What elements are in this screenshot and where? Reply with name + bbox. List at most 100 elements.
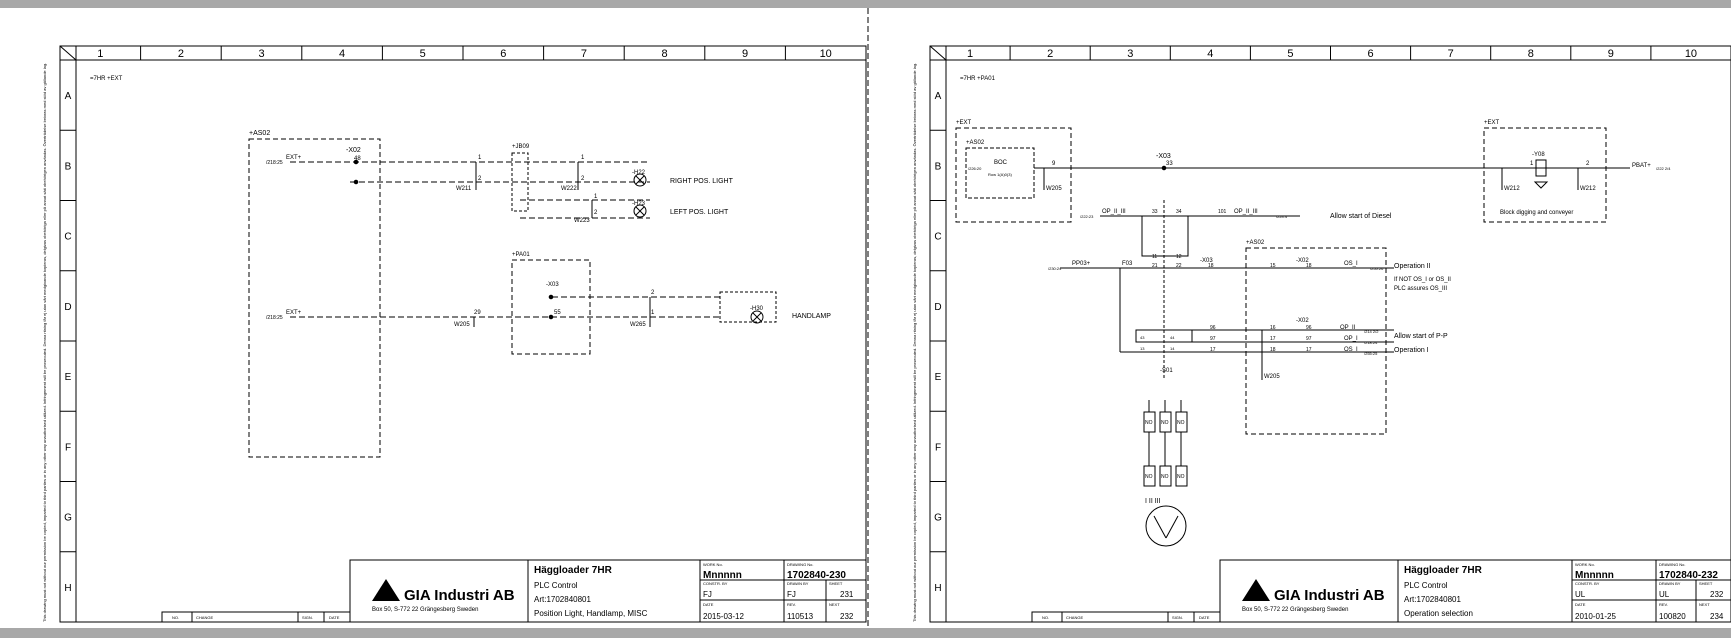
sheet-label: SHEET — [829, 581, 843, 586]
selector-switch-contacts — [1143, 400, 1188, 487]
label-x02: -X02 — [1296, 318, 1309, 324]
operation-i-text: Operation I — [1394, 347, 1429, 354]
column-number: 4 — [1207, 48, 1213, 60]
description-line-2: Art:1702840801 — [534, 595, 591, 604]
row-letter: H — [64, 583, 71, 594]
column-number: 1 — [97, 48, 103, 60]
label-n2: 2 — [594, 210, 598, 216]
row-letter: G — [934, 513, 942, 524]
description-line-1: PLC Control — [534, 581, 578, 590]
drawing-no-label: DRAWING No. — [1659, 562, 1686, 567]
label-ext: EXT+ — [286, 155, 302, 161]
label-op-i: OP_I — [1344, 336, 1358, 342]
label-pin-96: 96 — [1210, 325, 1216, 331]
row-letter: G — [64, 513, 72, 524]
column-number: 6 — [1367, 48, 1373, 60]
drawn-label: DRAWN BY — [787, 581, 809, 586]
drawn-by: FJ — [787, 590, 796, 599]
label-os-i: OS_I — [1344, 261, 1358, 267]
description-line-3: Operation selection — [1404, 609, 1473, 618]
column-number: 6 — [500, 48, 506, 60]
ref-op-out: /224:4 — [1276, 214, 1288, 219]
block-digging-text: Block digging and conveyer — [1500, 210, 1573, 216]
column-number: 3 — [258, 48, 264, 60]
sheet-border — [59, 45, 867, 623]
contact-no-label: NO — [1161, 420, 1169, 426]
drawn-by: UL — [1659, 590, 1670, 599]
column-number: 4 — [339, 48, 345, 60]
label-h30: -H30 — [750, 306, 764, 312]
sheet-number: 232 — [1710, 590, 1724, 599]
sheet-border — [929, 45, 1731, 623]
label-op-ii-iii: OP_II_III — [1102, 209, 1126, 215]
column-number: 7 — [1448, 48, 1454, 60]
switch-position-labels: I II III — [1145, 498, 1161, 505]
column-number: 5 — [1287, 48, 1293, 60]
label-n29: 29 — [474, 310, 481, 316]
constr-by: FJ — [703, 590, 712, 599]
revision-change-label: CHANGE — [1066, 615, 1083, 620]
label-row: Row 1(A)0(3) — [988, 172, 1012, 177]
description-line-3: Position Light, Handlamp, MISC — [534, 609, 648, 618]
label-pin-18: 18 — [1270, 347, 1276, 353]
work-no-label: WORK No. — [1575, 562, 1595, 567]
ref-218-25: /218:25 — [266, 315, 283, 321]
label-pin-16: 16 — [1270, 325, 1276, 331]
label-pin-22: 22 — [1176, 263, 1182, 269]
label-w222: W222 — [561, 186, 577, 192]
rev-label: REV. — [787, 602, 796, 607]
column-number: 2 — [1047, 48, 1053, 60]
jb09-junction-box — [511, 152, 529, 212]
constr-label: CONSTR. BY — [1575, 581, 1600, 586]
label-ext: +EXT — [956, 120, 972, 126]
label-pin-44: 44 — [1170, 335, 1175, 340]
ref-op-ii: /214 2/2 — [1364, 329, 1379, 334]
title-block — [1031, 559, 1731, 623]
allow-diesel-text: Allow start of Diesel — [1330, 213, 1392, 220]
label-pin-17: 17 — [1270, 336, 1276, 342]
rev-label: REV. — [1659, 602, 1668, 607]
label-n2: 2 — [651, 290, 655, 296]
ref-pp03: /230:24 — [1048, 266, 1062, 271]
label-pin-11: 11 — [1152, 254, 1157, 260]
copyright-note: This drawing must not without our permis… — [912, 63, 917, 622]
label-as02: +AS02 — [1246, 240, 1265, 246]
ref-218-25: /218:25 — [266, 160, 283, 166]
label-w205: W205 — [454, 322, 470, 328]
revision: 110513 — [787, 612, 814, 621]
label-n1: 1 — [478, 155, 482, 161]
valve-symbol-icon — [1533, 181, 1549, 189]
label-right-pos-light: RIGHT POS. LIGHT — [670, 178, 734, 185]
label-w211: W211 — [456, 186, 472, 192]
bottom-frame-bar — [0, 628, 1731, 638]
company-name: GIA Industri AB — [404, 587, 515, 604]
terminal-dot — [548, 294, 554, 300]
label-os-i: OS_I — [1344, 347, 1358, 353]
next-label: NEXT — [829, 602, 840, 607]
ref-op: /222:23 — [1080, 214, 1094, 219]
company-name: GIA Industri AB — [1274, 587, 1385, 604]
contact-pair — [1135, 329, 1193, 343]
revision-no-label: NO. — [1042, 615, 1049, 620]
valve-y08 — [1535, 159, 1547, 177]
lamp-h23 — [633, 204, 647, 218]
row-letter: F — [935, 442, 941, 453]
label-boc: BOC — [994, 160, 1008, 166]
label-x02: -X02 — [346, 147, 361, 154]
pa01-enclosure — [511, 259, 591, 355]
row-letter: F — [65, 442, 71, 453]
constr-by: UL — [1575, 590, 1586, 599]
revision-no-label: NO. — [172, 615, 179, 620]
next-sheet: 232 — [840, 612, 854, 621]
label-pin-33: 33 — [1152, 209, 1158, 215]
label-pin-2: 2 — [1586, 161, 1590, 167]
row-letter: D — [934, 302, 941, 313]
label-as02: +AS02 — [249, 130, 270, 137]
label-h22: -H22 — [632, 170, 646, 176]
label-pin-1: 1 — [1530, 161, 1534, 167]
if-not-text: If NOT OS_I or OS_II — [1394, 277, 1451, 283]
handlamp-box — [719, 291, 777, 323]
row-letter: C — [64, 232, 71, 243]
date-label: DATE — [1575, 602, 1586, 607]
